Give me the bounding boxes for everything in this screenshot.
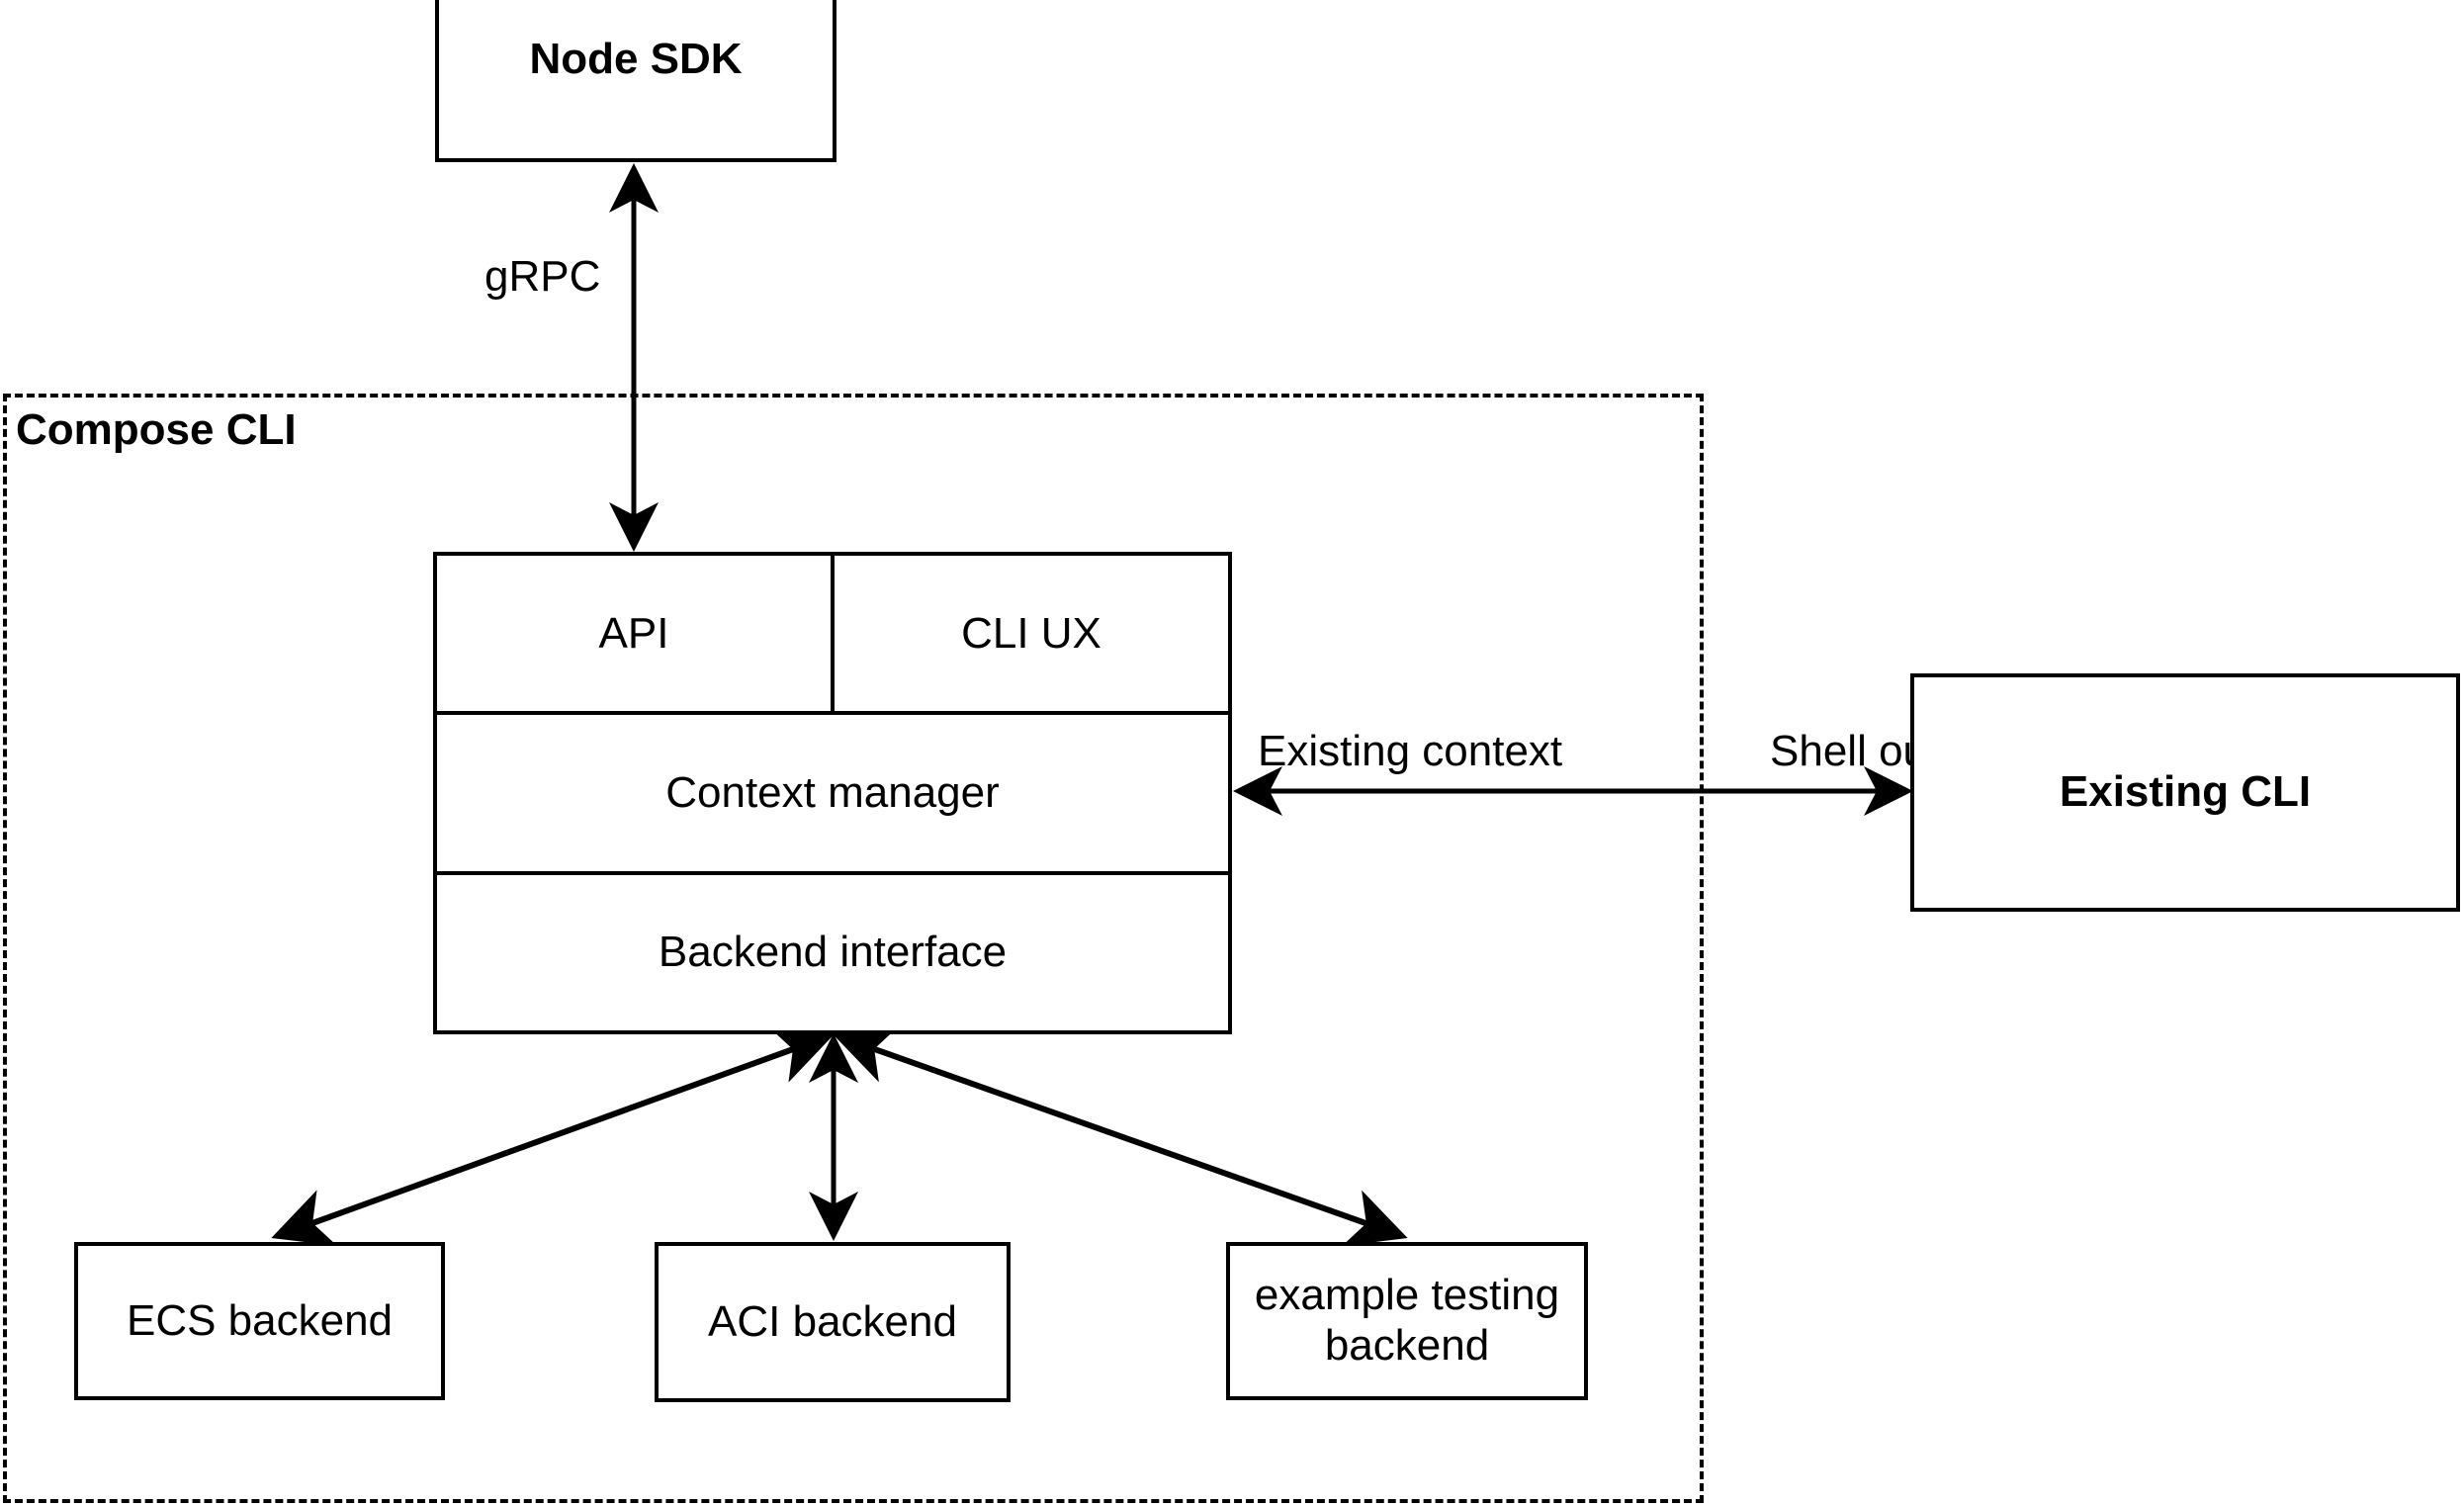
cli-ux-cell[interactable]: CLI UX xyxy=(835,556,1228,712)
compose-cli-group-label: Compose CLI xyxy=(16,405,297,454)
api-cell[interactable]: API xyxy=(437,556,835,712)
backend-interface-cell[interactable]: Backend interface xyxy=(437,874,1228,1030)
node-sdk-label: Node SDK xyxy=(529,34,743,83)
context-manager-cell[interactable]: Context manager xyxy=(437,715,1228,871)
stack-row-backend-interface: Backend interface xyxy=(437,874,1228,1030)
edge-backend-example xyxy=(833,1025,1408,1247)
edge-label-existing-context: Existing context xyxy=(1258,727,1563,775)
context-manager-label: Context manager xyxy=(665,767,1000,817)
compose-cli-group-boundary xyxy=(3,394,1704,1503)
example-testing-backend-label: example testing backend xyxy=(1255,1271,1559,1371)
example-testing-backend-box[interactable]: example testing backend xyxy=(1226,1242,1588,1400)
aci-backend-label: ACI backend xyxy=(708,1296,957,1346)
aci-backend-box[interactable]: ACI backend xyxy=(655,1242,1011,1402)
api-label: API xyxy=(598,608,669,658)
existing-cli-label: Existing CLI xyxy=(2059,767,2312,817)
ecs-backend-box[interactable]: ECS backend xyxy=(74,1242,445,1400)
ecs-backend-label: ECS backend xyxy=(126,1295,394,1345)
edge-backend-ecs xyxy=(271,1026,835,1246)
stack-row-api-cliux: API CLI UX xyxy=(437,556,1228,716)
cli-ux-label: CLI UX xyxy=(961,608,1101,658)
stack-row-context-manager: Context manager xyxy=(437,715,1228,875)
node-sdk-box[interactable]: Node SDK xyxy=(435,0,836,162)
compose-cli-core-stack: API CLI UX Context manager Backend inter… xyxy=(433,552,1232,1034)
edge-label-grpc: gRPC xyxy=(484,252,601,301)
existing-cli-box[interactable]: Existing CLI xyxy=(1910,673,2460,912)
backend-interface-label: Backend interface xyxy=(658,928,1008,977)
example-testing-backend-label-line1: example testing xyxy=(1254,1271,1560,1320)
example-testing-backend-label-line2: backend xyxy=(1324,1321,1490,1370)
